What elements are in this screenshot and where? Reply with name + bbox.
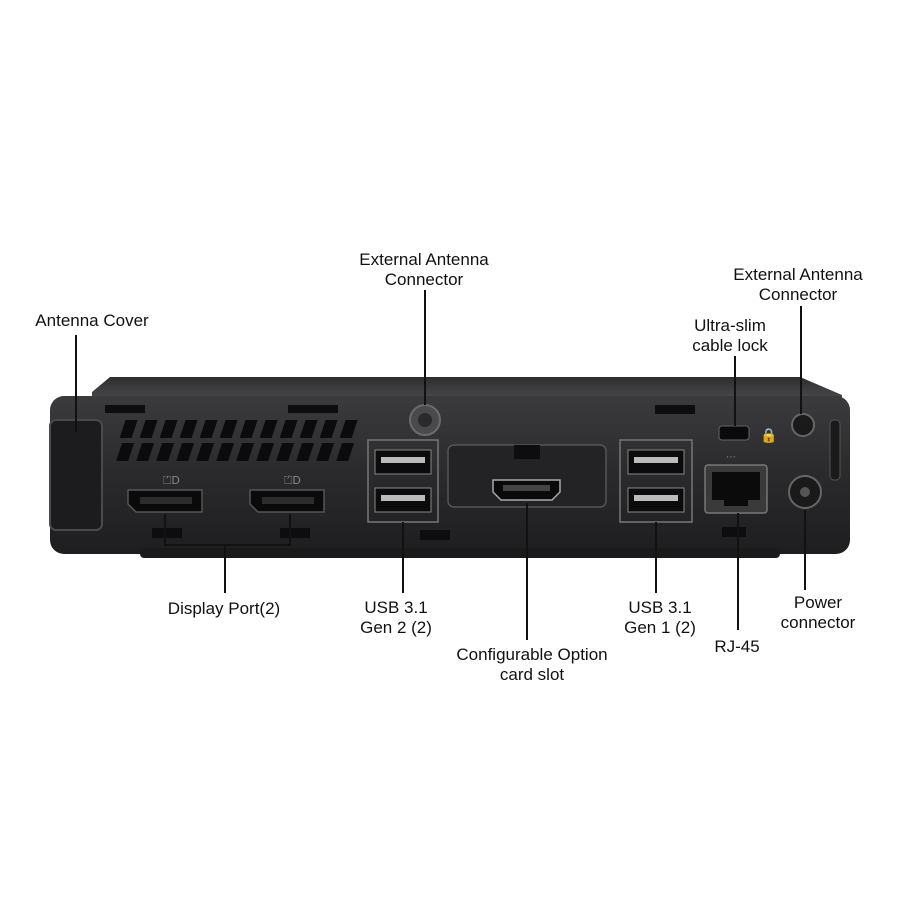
vent-grille	[116, 420, 358, 461]
label-usb-gen1-line2: Gen 1 (2)	[624, 618, 696, 637]
antenna-screw	[409, 404, 441, 436]
label-antenna-cover: Antenna Cover	[35, 311, 148, 331]
label-power: Power connector	[781, 593, 856, 633]
label-cable-lock: Ultra-slim cable lock	[692, 316, 768, 356]
label-rj45: RJ-45	[714, 637, 759, 657]
display-port-2: ⏍D	[249, 474, 325, 513]
power-port	[788, 475, 822, 509]
label-display-port-text: Display Port(2)	[167, 599, 281, 618]
label-external-antenna-center: External Antenna Connector	[359, 250, 488, 290]
label-antenna-cover-text: Antenna Cover	[35, 311, 149, 330]
rj45-port: ⋯	[704, 452, 768, 514]
display-port-1: ⏍D	[127, 474, 203, 513]
label-cable-lock-line1: Ultra-slim	[694, 316, 766, 335]
label-option-slot-line1: Configurable Option	[456, 645, 608, 664]
usb-gen1-ports	[619, 439, 693, 523]
svg-text:🔒: 🔒	[760, 428, 777, 444]
label-ext-antenna-center-line2: Connector	[384, 270, 464, 289]
option-card-slot	[447, 444, 607, 508]
label-power-line2: connector	[780, 613, 856, 632]
label-power-line1: Power	[793, 593, 843, 612]
label-option-slot: Configurable Option card slot	[456, 645, 607, 685]
label-ext-antenna-center-line1: External Antenna	[359, 250, 489, 269]
label-usb-gen1-line1: USB 3.1	[628, 598, 692, 617]
label-usb-gen2: USB 3.1 Gen 2 (2)	[360, 598, 432, 638]
label-option-slot-line2: card slot	[499, 665, 565, 684]
svg-text:⋯: ⋯	[726, 452, 736, 463]
usb-gen2-ports	[367, 439, 439, 523]
label-usb-gen1: USB 3.1 Gen 1 (2)	[624, 598, 696, 638]
label-rj45-text: RJ-45	[714, 637, 760, 656]
svg-text:⏍D: ⏍D	[284, 474, 301, 487]
label-ext-antenna-right-line1: External Antenna	[733, 265, 863, 284]
svg-text:⏍D: ⏍D	[163, 474, 180, 487]
antenna-cover	[49, 419, 103, 531]
label-display-port: Display Port(2)	[168, 599, 280, 619]
callout-lines	[75, 290, 806, 640]
label-external-antenna-right: External Antenna Connector	[733, 265, 862, 305]
label-cable-lock-line2: cable lock	[692, 336, 768, 355]
antenna-connector-right	[791, 413, 815, 437]
cable-lock-slot: 🔒	[718, 425, 777, 444]
label-usb-gen2-line2: Gen 2 (2)	[360, 618, 432, 637]
label-usb-gen2-line1: USB 3.1	[364, 598, 428, 617]
label-ext-antenna-right-line2: Connector	[758, 285, 838, 304]
